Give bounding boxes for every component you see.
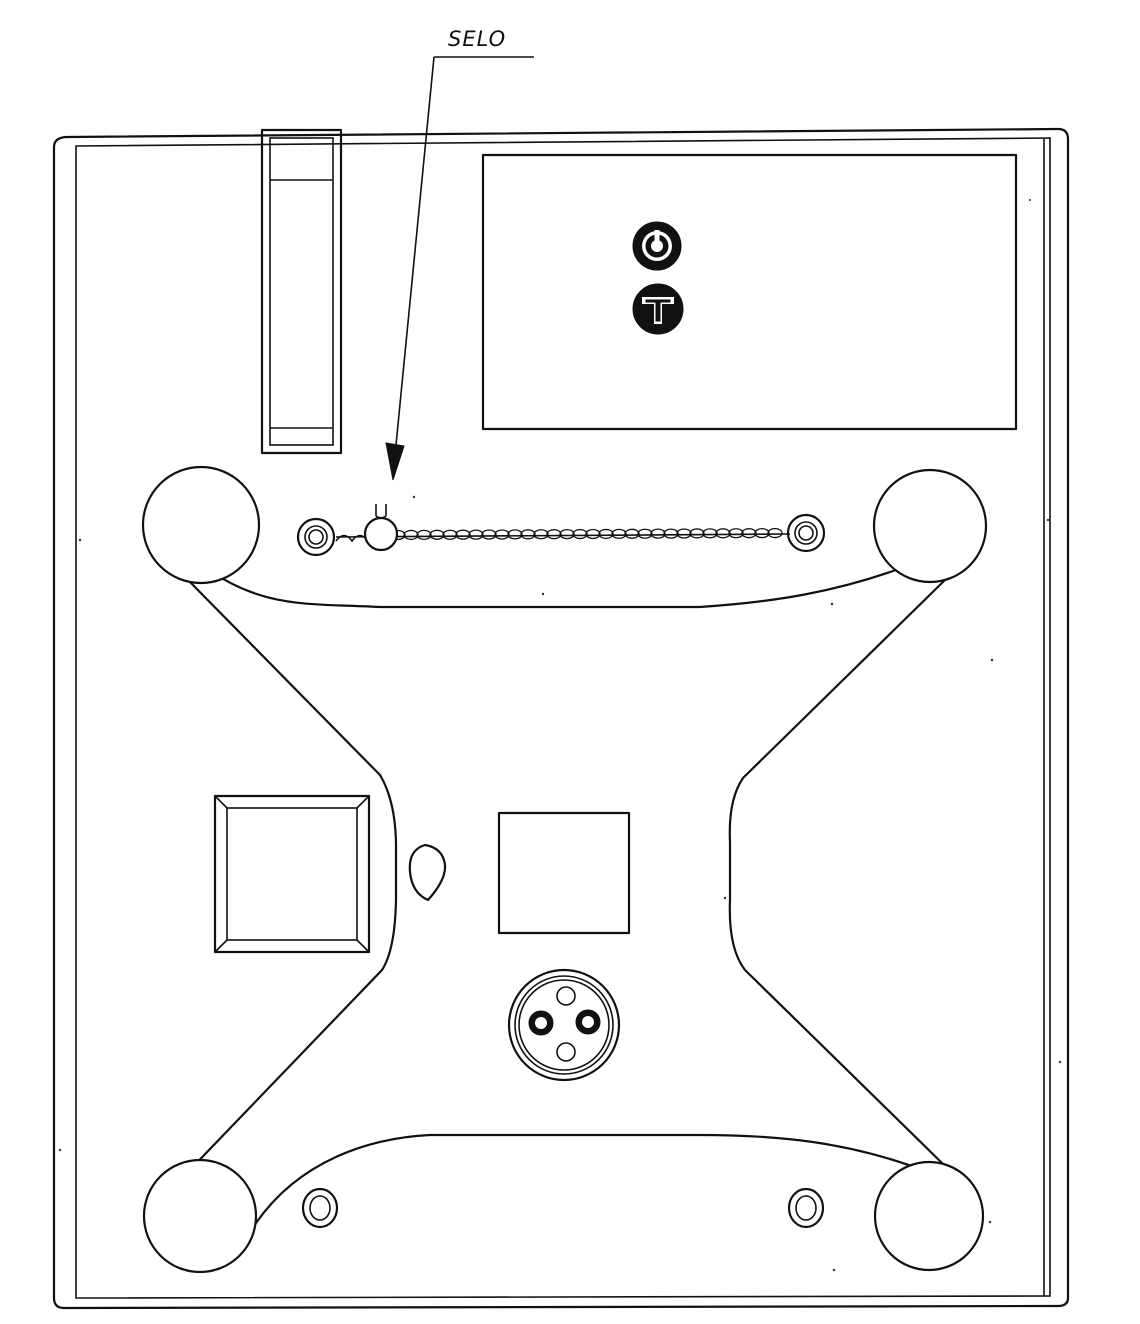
label-plate [497,811,631,935]
foot-top-left [141,465,261,585]
seal-wire-twist [416,529,432,541]
scan-specks [58,199,1062,1272]
seal-wire-twist [650,528,666,539]
seal-callout: SELO [385,27,534,481]
callout-leader-line [395,56,435,446]
seal-screw-right [786,513,826,553]
seal-wire-twist [559,528,575,540]
seal-wire-twist [442,529,458,540]
seal-wire-twist [715,528,731,539]
seal-wire-twist [767,527,783,539]
handle-slot-outer [260,128,343,455]
bottom-screws [301,1187,825,1229]
callout-arrowhead [385,442,405,481]
cross-frame-outline [183,554,947,1225]
seal-wire-twist [702,528,718,539]
corner-feet [141,465,988,1274]
seal-wire-twist [754,527,770,539]
seal-wire-twist [481,529,497,540]
seal-wire-twist [520,529,536,540]
power-connector-socket [507,968,621,1082]
foot-top-right [872,468,988,584]
connector-pin-top [556,986,576,1006]
seal-screw-left [296,517,336,557]
cross-frame [183,554,947,1225]
seal-screws [296,513,826,557]
seal-label: SELO [448,27,506,51]
handle-slot [260,128,343,455]
seal-wire-twist [741,528,757,539]
housing-outer-edge [52,127,1070,1310]
power-icon [632,221,682,271]
cable-clip [408,843,447,902]
bottom-screw-left [301,1187,339,1229]
seal-wire-twist [572,528,588,540]
seal-wire-twist [507,529,523,540]
battery-compartment-inner [226,807,358,941]
seal-wire-twist [403,529,419,541]
lead-seal [363,504,399,552]
control-panel [481,153,1018,431]
battery-compartment [213,794,371,954]
seal-wire-twist [494,529,510,540]
seal-wire-twist [728,528,744,539]
seal-wire [335,527,791,543]
seal-wire-twist [468,529,484,540]
seal-wire-twist [546,529,562,540]
connector-pin-bottom [556,1042,576,1062]
seal-wire-twist [637,528,653,539]
foot-bottom-right [873,1160,985,1272]
seal-wire-twist [429,529,445,540]
control-panel-frame [481,153,1018,431]
seal-wire-twist [533,529,549,540]
handle-slot-inner [269,137,334,446]
bottom-screw-right [787,1187,825,1229]
seal-wire-twist [676,528,692,539]
seal-wire-twist [455,529,471,540]
tare-icon [632,283,684,335]
scale-housing [52,127,1070,1310]
seal-wire-twist [585,528,601,540]
seal-wire-twist [689,528,705,539]
foot-bottom-left [142,1158,258,1274]
housing-inner-edge [75,137,1051,1299]
seal-wire-twists [390,527,783,541]
battery-compartment-outer [213,794,371,954]
seal-wire-twist [611,528,627,540]
seal-wire-twist [624,528,640,539]
seal-wire-twist [663,528,679,539]
seal-wire-twist [598,528,614,540]
